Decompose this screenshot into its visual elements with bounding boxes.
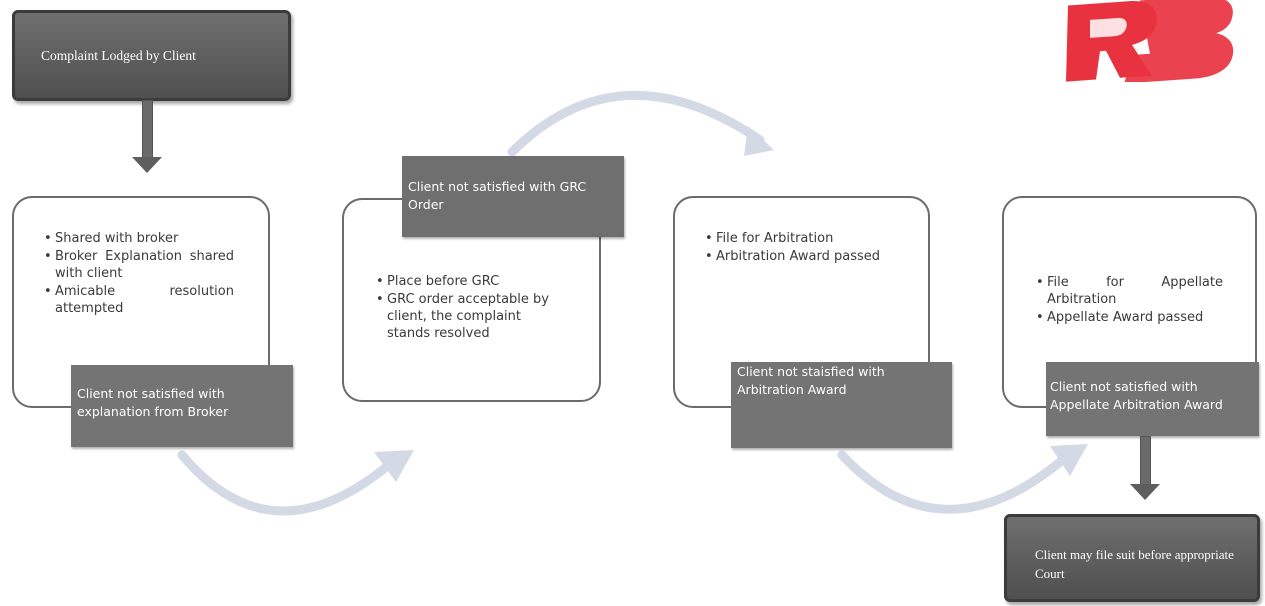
stage3-list: File for Arbitration Arbitration Award p… — [705, 230, 890, 266]
stage3-note: Client not staisfied with Arbitration Aw… — [731, 362, 952, 448]
stage4-note: Client not satisfied with Appellate Arbi… — [1046, 362, 1259, 436]
stage2-header-text: Client not satisfied with GRC Order — [408, 179, 587, 212]
stage1-list: Shared with broker Broker Explanation sh… — [44, 230, 234, 318]
stage2-list: Place before GRC GRC order acceptable by… — [376, 273, 561, 343]
curve-arrow-3 — [837, 450, 1065, 514]
stage1-item: Shared with broker — [44, 230, 234, 247]
end-box: Client may file suit before appropriate … — [1004, 514, 1260, 602]
down-arrow-1-shaft — [142, 100, 153, 158]
stage1-item: Broker Explanation shared with client — [44, 248, 234, 282]
stage4-list: File for Appellate Arbitration Appellate… — [1036, 274, 1223, 327]
stage1-note-text: Client not satisfied with explanation fr… — [77, 386, 229, 419]
curve-arrowhead-2 — [744, 126, 774, 156]
stage3-item: File for Arbitration — [705, 230, 890, 247]
down-arrow-2-shaft — [1140, 436, 1151, 486]
stage2-item: Place before GRC — [376, 273, 561, 290]
rb-logo — [1066, 0, 1234, 82]
curve-arrowhead-1 — [374, 450, 414, 482]
down-arrow-2-head — [1130, 484, 1160, 500]
down-arrow-1-head — [132, 157, 162, 173]
stage4-item: File for Appellate Arbitration — [1036, 274, 1223, 308]
end-box-label: Client may file suit before appropriate … — [1035, 547, 1234, 581]
stage3-item: Arbitration Award passed — [705, 248, 890, 265]
stage1-note: Client not satisfied with explanation fr… — [71, 365, 293, 447]
stage1-item: Amicable resolution attempted — [44, 283, 234, 317]
stage2-item: GRC order acceptable by client, the comp… — [376, 291, 561, 342]
start-box: Complaint Lodged by Client — [12, 10, 291, 101]
stage4-item: Appellate Award passed — [1036, 309, 1223, 326]
stage3-note-text: Client not staisfied with Arbitration Aw… — [737, 364, 885, 397]
stage4-note-text: Client not satisfied with Appellate Arbi… — [1050, 379, 1223, 412]
stage2-header: Client not satisfied with GRC Order — [402, 156, 624, 237]
start-box-label: Complaint Lodged by Client — [41, 47, 196, 63]
curve-arrow-1 — [177, 450, 390, 516]
curve-arrowhead-3 — [1050, 444, 1088, 476]
curve-arrow-2 — [507, 90, 765, 157]
